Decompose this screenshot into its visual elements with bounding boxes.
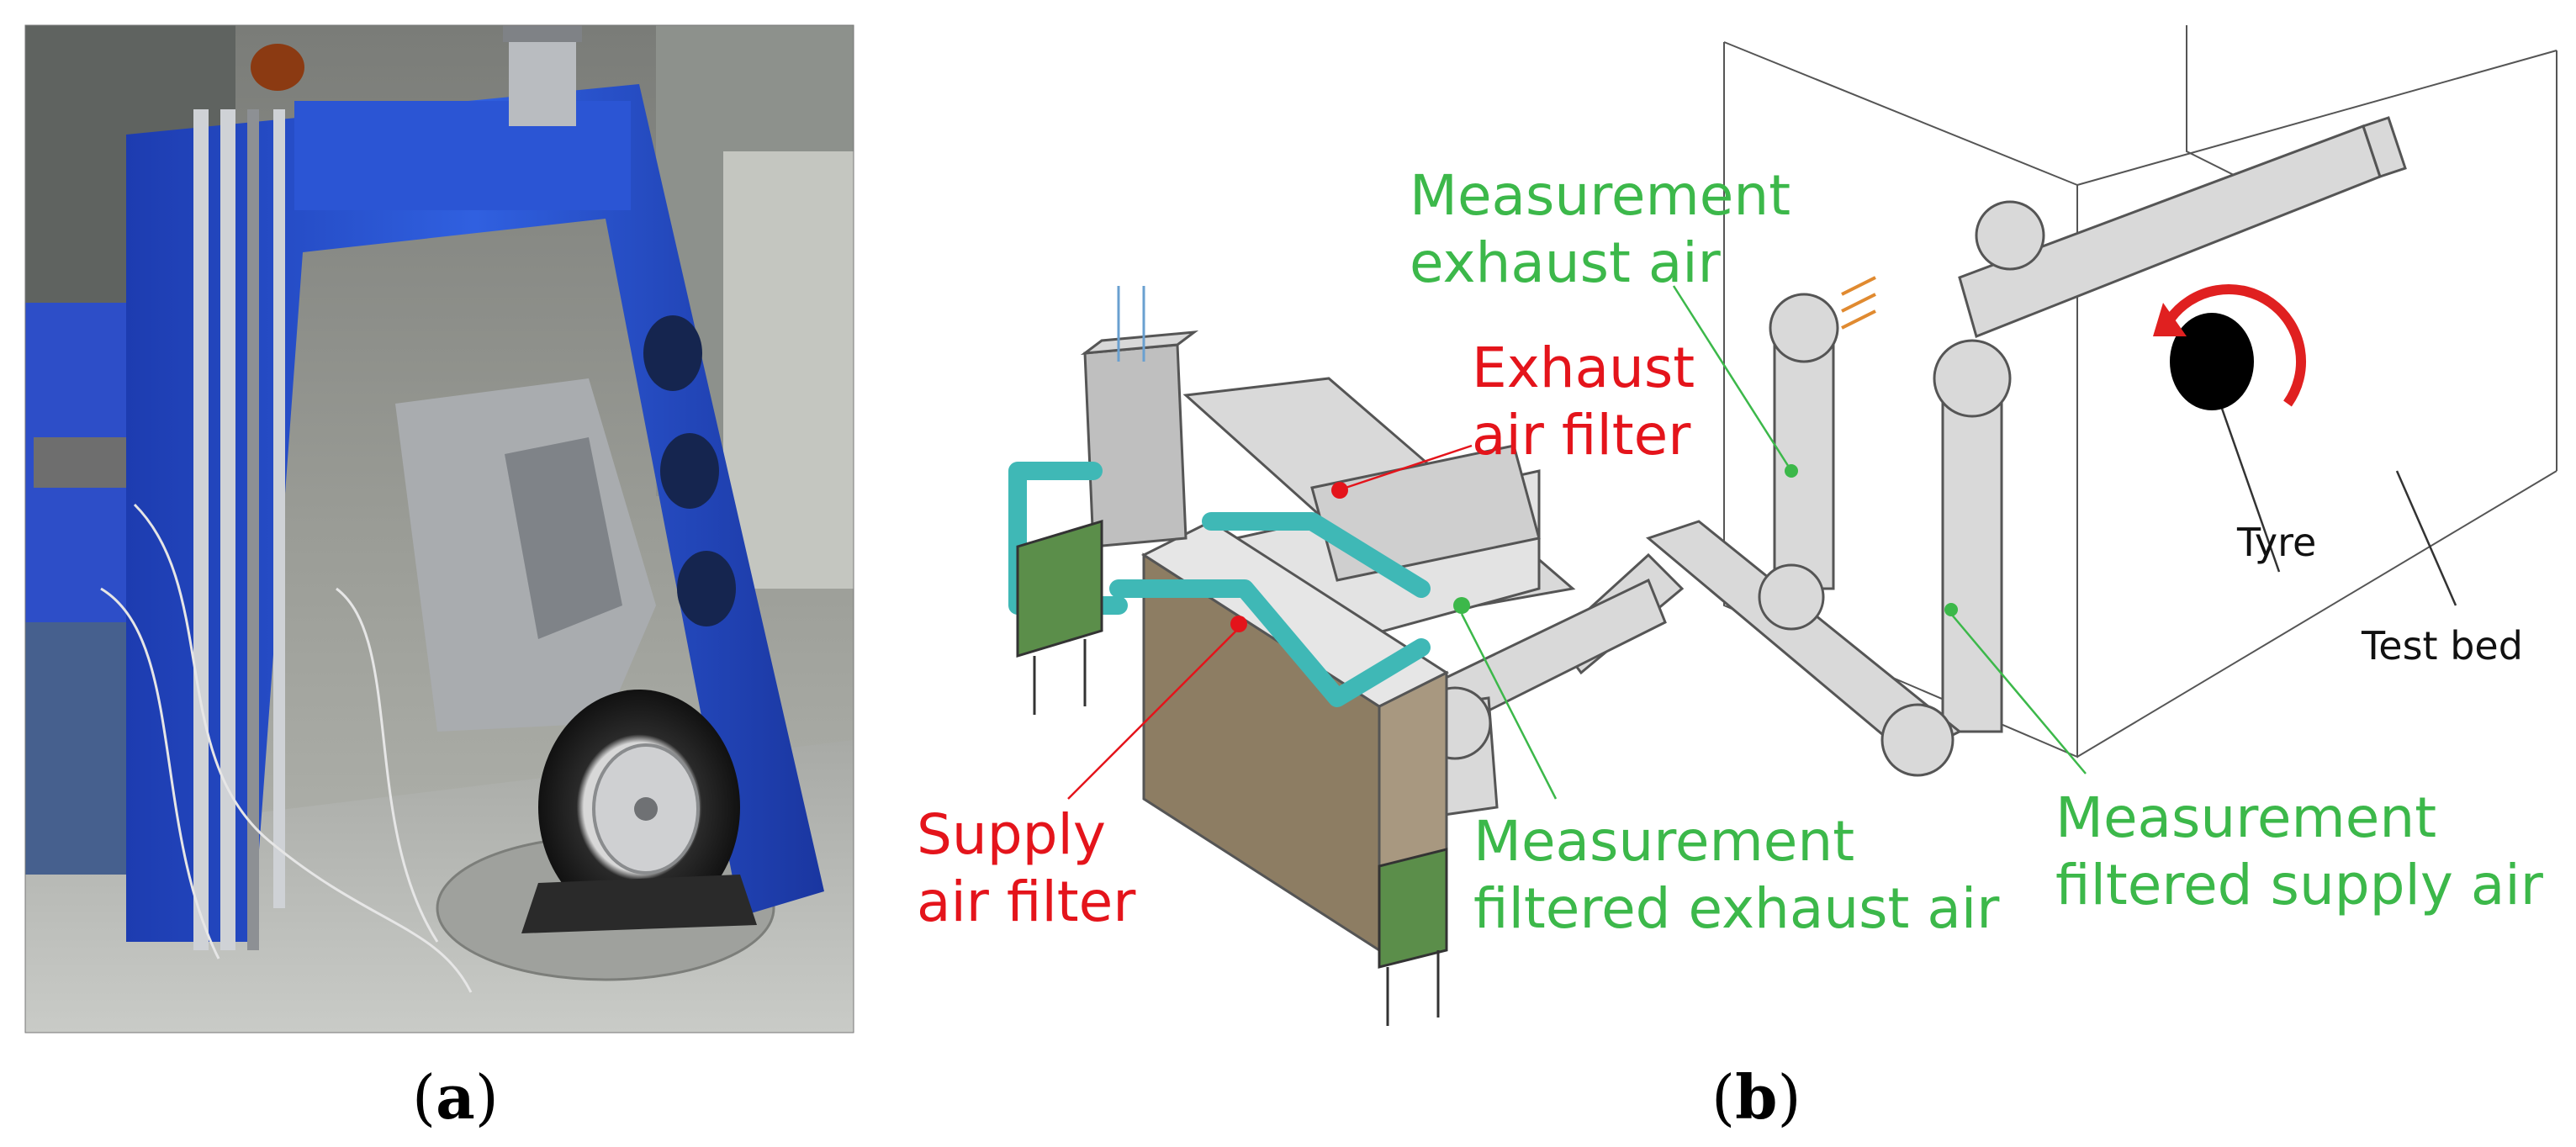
caption-b: (b) xyxy=(1711,1061,1801,1133)
exhaust-inlet-arrows xyxy=(1841,276,1876,330)
filter-box-left xyxy=(1016,519,1103,715)
label-measurement-filtered-supply-air: Measurement filtered supply air xyxy=(2055,785,2543,917)
label-tyre: Tyre xyxy=(2237,520,2317,565)
rotation-arrow-icon xyxy=(2166,284,2307,407)
leader-lines xyxy=(1067,285,2457,800)
caption-a: (a) xyxy=(412,1061,499,1133)
supply-measure-point xyxy=(1944,603,1958,616)
label-measurement-exhaust-air: Measurement exhaust air xyxy=(1410,163,1791,295)
test-bed-wireframe xyxy=(1723,25,2557,758)
rotation-arrowhead-icon xyxy=(2153,303,2187,336)
filtered-exhaust-point xyxy=(1453,597,1470,614)
supply-filter-point xyxy=(1230,616,1247,632)
label-exhaust-air-filter: Exhaust air filter xyxy=(1472,336,1695,468)
label-test-bed: Test bed xyxy=(2362,623,2523,669)
exhaust-filter-point xyxy=(1331,482,1348,499)
filter-box-bottom xyxy=(1378,848,1448,1026)
label-measurement-filtered-exhaust-air: Measurement filtered exhaust air xyxy=(1473,809,2000,941)
intake-tower xyxy=(1080,286,1199,548)
tyre-icon xyxy=(2170,313,2254,410)
label-supply-air-filter: Supply air filter xyxy=(917,802,1136,934)
